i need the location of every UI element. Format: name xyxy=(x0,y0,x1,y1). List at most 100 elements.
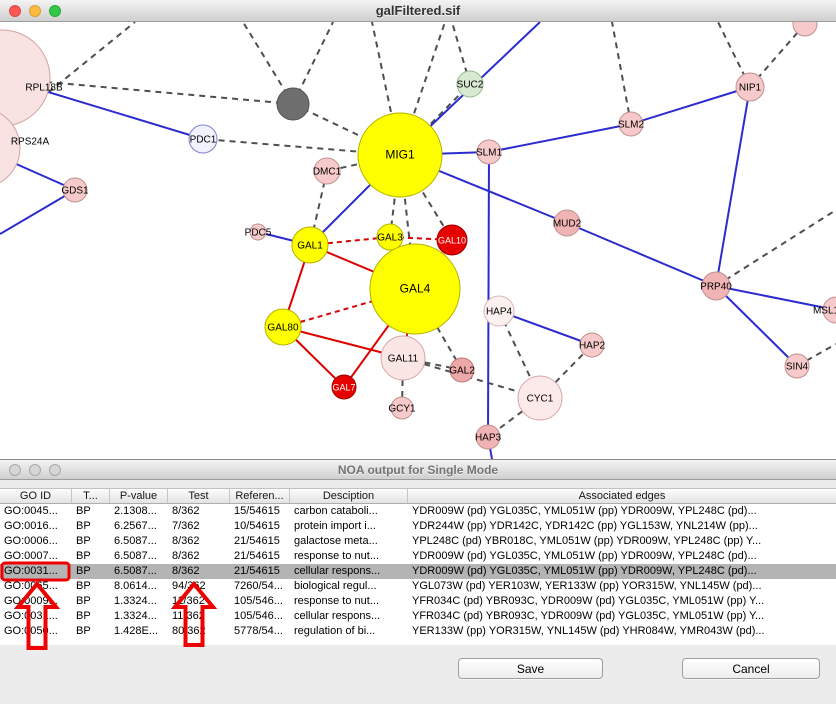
noa-window-titlebar[interactable]: NOA output for Single Mode xyxy=(0,460,836,480)
network-node-GCY1[interactable] xyxy=(390,396,414,420)
network-node-PDC5[interactable] xyxy=(249,223,267,241)
network-node-GAL11[interactable] xyxy=(380,335,426,381)
network-node-SIN4[interactable] xyxy=(784,353,810,379)
network-node-GAL10[interactable] xyxy=(436,224,468,256)
save-button[interactable]: Save xyxy=(458,658,603,679)
table-cell: BP xyxy=(76,610,91,622)
zoom-button[interactable] xyxy=(49,4,61,17)
close-button[interactable] xyxy=(9,463,21,476)
network-node-GAL1[interactable] xyxy=(291,226,329,264)
network-node-MIG1[interactable] xyxy=(357,112,443,198)
node-label: GCY1 xyxy=(388,404,416,415)
network-edge[interactable] xyxy=(487,151,490,438)
network-node-SLM1[interactable] xyxy=(476,139,502,165)
network-node-GAL3[interactable] xyxy=(376,223,404,251)
network-node-NIP1[interactable] xyxy=(735,72,765,102)
table-cell: 15/54615 xyxy=(234,505,280,517)
column-header[interactable]: Referen... xyxy=(230,489,290,503)
node-label: SIN4 xyxy=(786,362,809,373)
column-header[interactable]: GO ID xyxy=(0,489,72,503)
network-node-HAP2[interactable] xyxy=(579,332,605,358)
table-cell: 1.428E... xyxy=(114,625,159,637)
node-label: GAL80 xyxy=(267,323,299,334)
network-edge[interactable] xyxy=(630,86,751,125)
column-header[interactable]: Desciption xyxy=(290,489,408,503)
node-label: MSL1 xyxy=(813,306,836,317)
node-label: CYC1 xyxy=(527,394,554,405)
minimize-button[interactable] xyxy=(29,4,41,17)
table-cell: 8/362 xyxy=(172,505,200,517)
network-node-PRP40[interactable] xyxy=(701,271,731,301)
network-node-GAL7[interactable] xyxy=(331,374,357,400)
table-cell: 8/362 xyxy=(172,550,200,562)
network-node-MUD2[interactable] xyxy=(553,209,581,237)
network-node-CYC1[interactable] xyxy=(517,375,563,421)
close-button[interactable] xyxy=(9,4,21,17)
network-node-RPS24A[interactable] xyxy=(0,108,21,188)
network-node-HAP4[interactable] xyxy=(483,295,515,327)
node-label: GAL1 xyxy=(297,241,323,252)
network-node-gray1[interactable] xyxy=(276,87,310,121)
node-label: PDC5 xyxy=(245,228,272,239)
network-edge[interactable] xyxy=(488,123,632,153)
network-node-GDS1[interactable] xyxy=(62,177,88,203)
network-edge[interactable] xyxy=(715,285,836,311)
network-edge[interactable] xyxy=(715,285,798,367)
network-node-PDC1[interactable] xyxy=(188,124,218,154)
cancel-button[interactable]: Cancel xyxy=(682,658,820,679)
column-header[interactable]: P-value xyxy=(110,489,168,503)
network-node-SUC2[interactable] xyxy=(456,70,484,98)
button-bar: Save Cancel xyxy=(0,645,836,704)
network-edge[interactable] xyxy=(566,222,717,287)
network-edge[interactable] xyxy=(282,288,416,328)
table-cell: 2.1308... xyxy=(114,505,157,517)
zoom-button[interactable] xyxy=(49,463,61,476)
table-cell: 10/54615 xyxy=(234,520,280,532)
network-node-GAL2[interactable] xyxy=(449,357,475,383)
node-label: GDS1 xyxy=(61,186,89,197)
network-edge[interactable] xyxy=(401,357,404,409)
network-edge[interactable] xyxy=(498,310,593,346)
node-label: HAP4 xyxy=(486,307,513,318)
network-node-GAL80[interactable] xyxy=(264,308,302,346)
network-node-DMC1[interactable] xyxy=(313,157,341,185)
network-edge[interactable] xyxy=(715,86,751,287)
table-cell: BP xyxy=(76,520,91,532)
table-cell: GO:0016... xyxy=(4,520,58,532)
node-label: GAL2 xyxy=(449,366,475,377)
network-edge[interactable] xyxy=(0,148,76,191)
column-header[interactable]: Test xyxy=(168,489,230,503)
network-edge[interactable] xyxy=(796,343,836,367)
table-cell: YDR009W (pd) YGL035C, YML051W (pp) YDR00… xyxy=(412,505,757,517)
network-edge[interactable] xyxy=(1,77,294,105)
network-node-MSL1[interactable] xyxy=(822,296,836,324)
network-node-GAL4[interactable] xyxy=(369,243,461,335)
network-window-titlebar[interactable]: galFiltered.sif xyxy=(0,0,836,22)
minimize-button[interactable] xyxy=(29,463,41,476)
network-edge[interactable] xyxy=(292,103,401,156)
table-cell: carbon cataboli... xyxy=(294,505,378,517)
node-label: RPL18B xyxy=(25,83,63,94)
network-node-HAP3[interactable] xyxy=(475,424,501,450)
column-header[interactable]: T... xyxy=(72,489,110,503)
network-node-RPL18B[interactable] xyxy=(0,29,51,127)
network-node-SLM2[interactable] xyxy=(618,111,644,137)
network-edge[interactable] xyxy=(611,22,632,125)
table-cell: GO:0007... xyxy=(4,550,58,562)
table-cell: YFR034C (pd) YBR093C, YDR009W (pd) YGL03… xyxy=(412,610,765,622)
network-edge[interactable] xyxy=(0,189,76,235)
network-edge[interactable] xyxy=(715,209,836,287)
network-node-corner1[interactable] xyxy=(792,22,818,37)
column-header[interactable]: Associated edges xyxy=(578,490,666,502)
